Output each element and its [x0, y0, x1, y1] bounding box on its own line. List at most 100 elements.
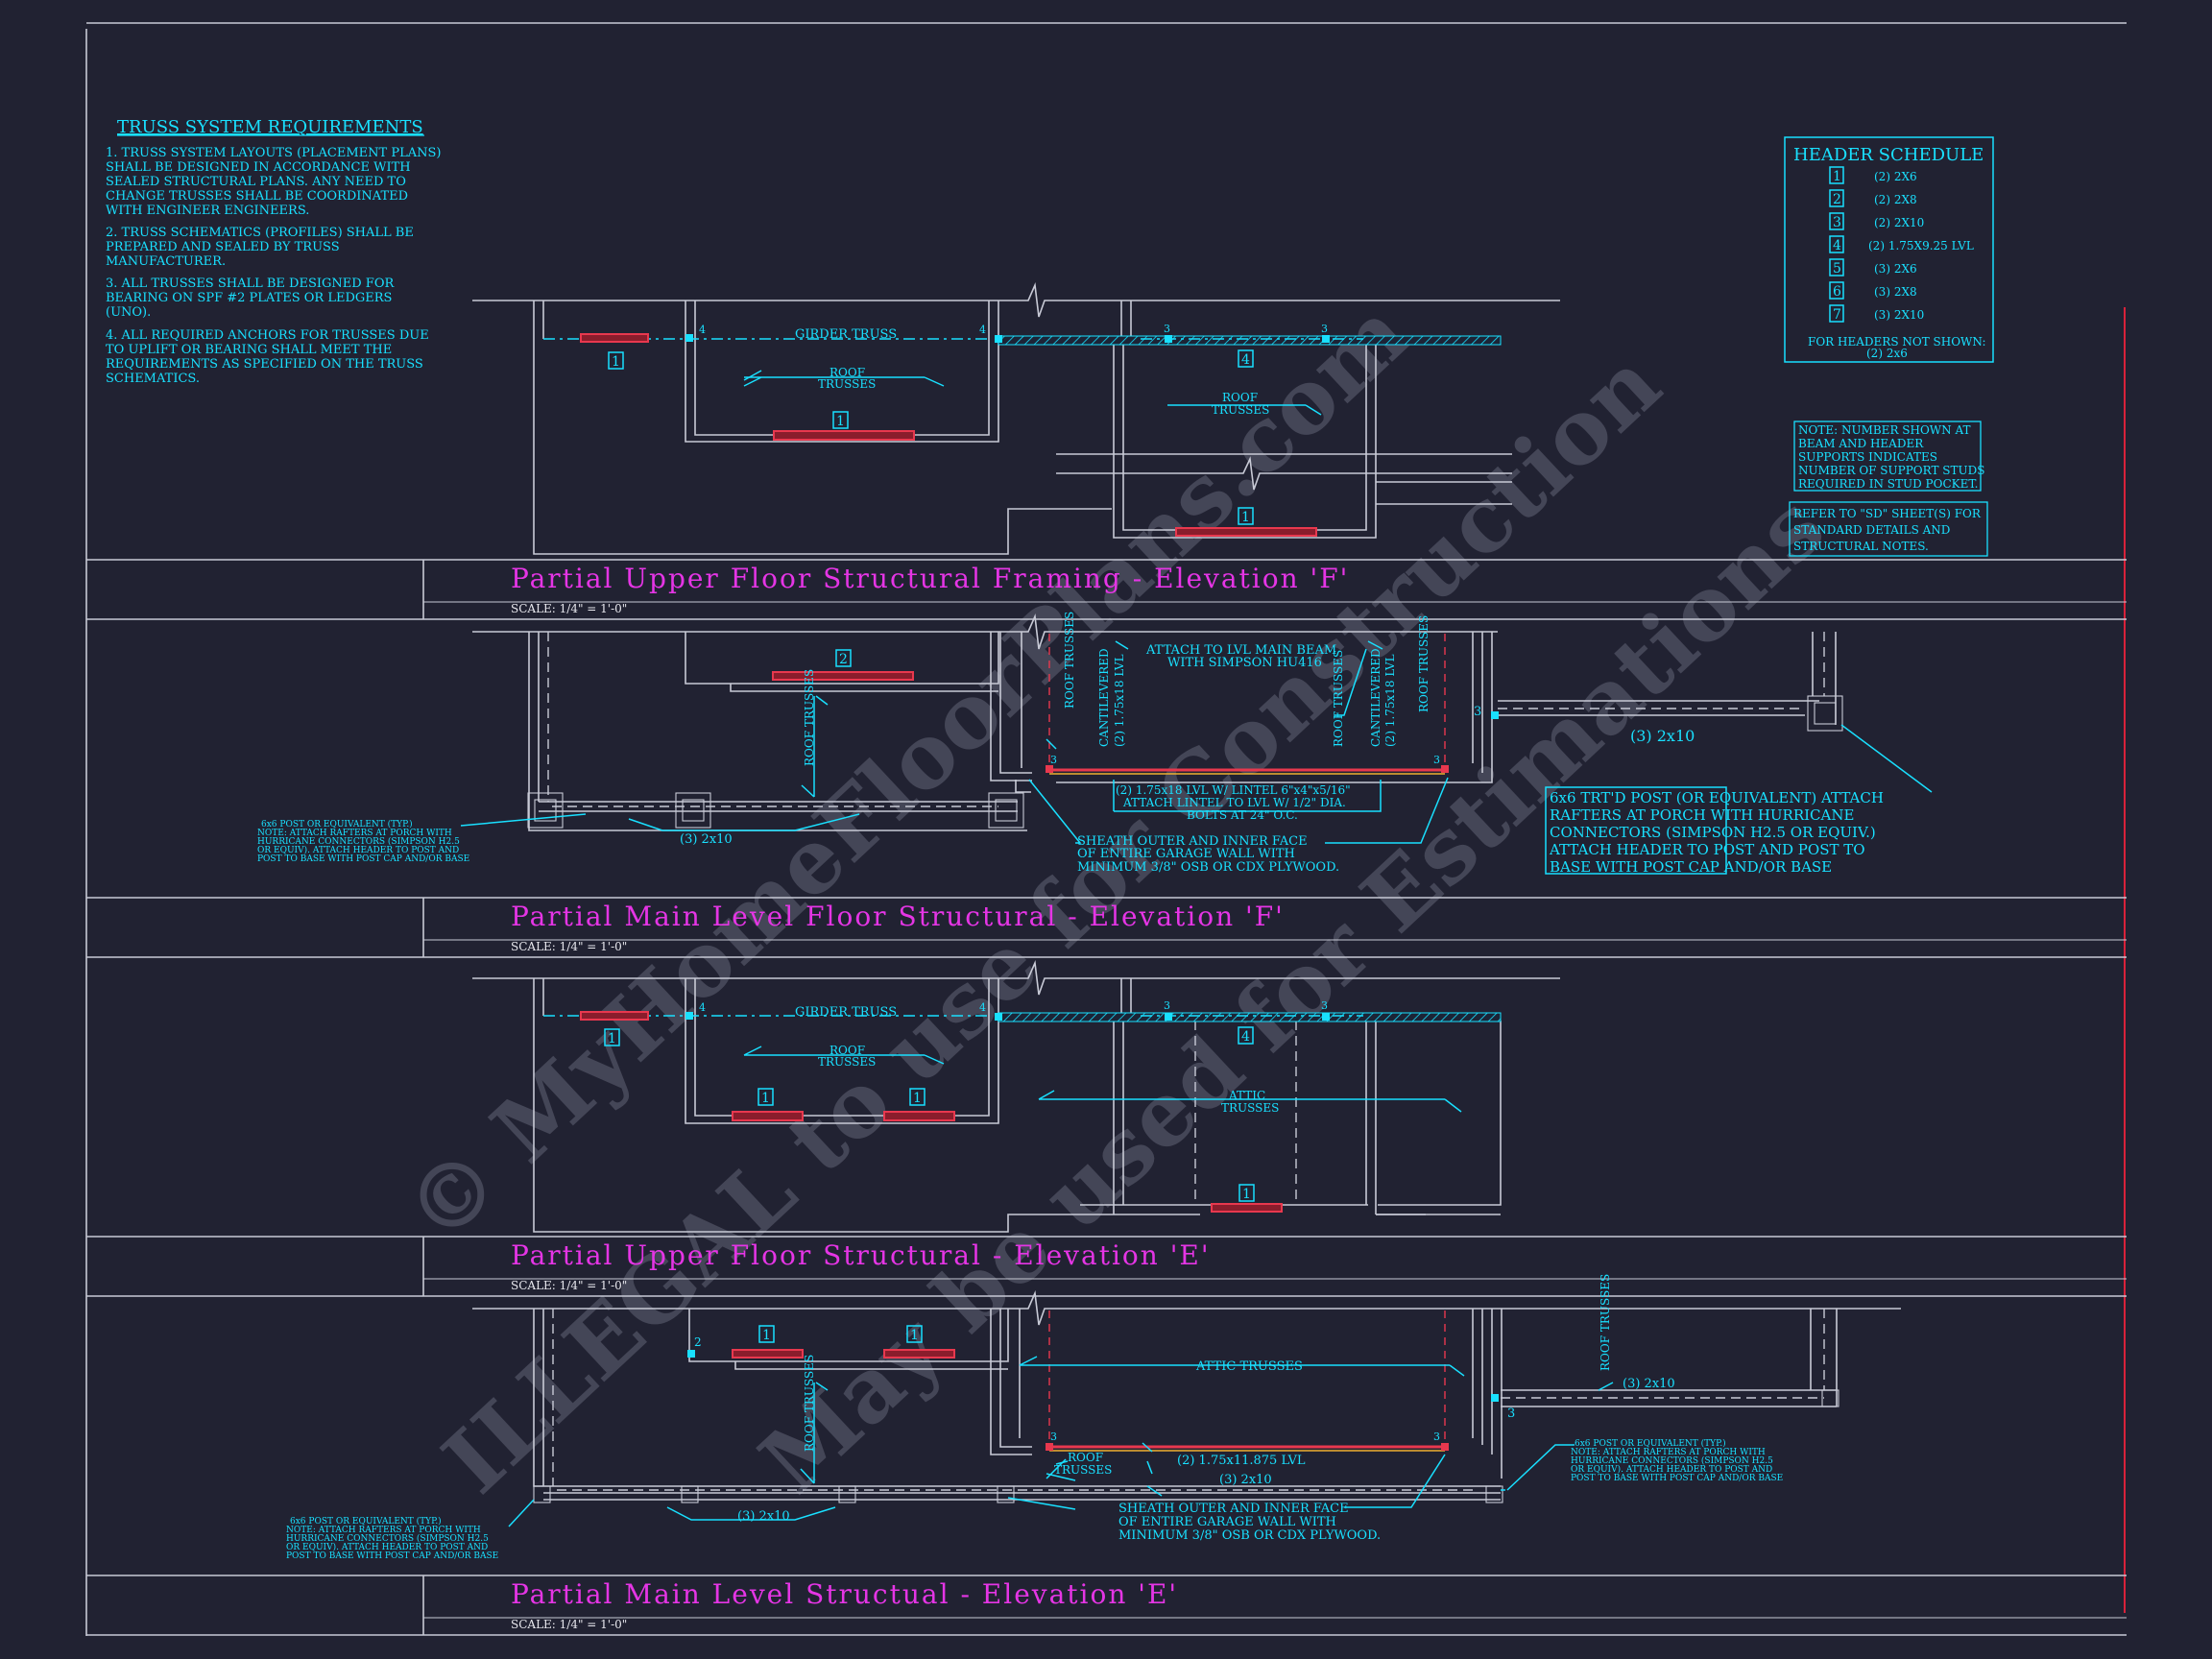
panel-1-title: Partial Upper Floor Structural Framing -… — [511, 563, 1349, 594]
truss-req-2-line-3: MANUFACTURER. — [106, 254, 226, 269]
panel-4-title: Partial Main Level Structual - Elevation… — [511, 1578, 1178, 1610]
p1-roof-trusses-b: ROOF — [1222, 391, 1258, 404]
header-mark-7: 7 — [1833, 307, 1841, 323]
p2-trtd-note-3: CONNECTORS (SIMPSON H2.5 OR EQUIV.) — [1550, 824, 1876, 841]
p2-roof-trusses-v1: ROOF TRUSSES — [803, 669, 816, 766]
p2-header-tag-2: 2 — [839, 652, 848, 667]
truss-req-2-line-1: 2. TRUSS SCHEMATICS (PROFILES) SHALL BE — [106, 226, 414, 240]
p1-roof-trusses-a2: TRUSSES — [818, 377, 876, 391]
p1-stud-3a: 3 — [1164, 323, 1170, 335]
truss-req-1-line-4: CHANGE TRUSSES SHALL BE COORDINATED — [106, 189, 408, 204]
sd-note-line-1: REFER TO "SD" SHEET(S) FOR — [1793, 507, 1982, 520]
truss-req-2-line-2: PREPARED AND SEALED BY TRUSS — [106, 240, 340, 254]
p4-post-note-right-2: NOTE: ATTACH RAFTERS AT PORCH WITH — [1571, 1448, 1766, 1457]
truss-req-4-line-4: SCHEMATICS. — [106, 372, 200, 386]
title-band-1: Partial Upper Floor Structural Framing -… — [86, 559, 2127, 620]
support-note-line-3: SUPPORTS INDICATES — [1798, 450, 1937, 464]
header-mark-5: 5 — [1833, 261, 1841, 276]
p2-stud-3a: 3 — [1050, 754, 1057, 766]
p2-lvl-2: (2) 1.75x18 LVL — [1383, 654, 1397, 747]
p3-girder-truss: GIRDER TRUSS — [795, 1005, 897, 1020]
p3-stud-4a: 4 — [699, 1001, 706, 1014]
p3-stud-3b: 3 — [1321, 999, 1328, 1012]
p1-roof-trusses-b2: TRUSSES — [1212, 403, 1269, 417]
p4-post-note-left-4: OR EQUIV). ATTACH HEADER TO POST AND — [286, 1542, 488, 1552]
support-note-line-4: NUMBER OF SUPPORT STUDS — [1798, 464, 1984, 477]
p2-cantilevered-2: CANTILEVERED — [1369, 648, 1382, 747]
plan-main-level-f: 2 3 3 3 ROOF TRUSSES ROOF TRUSSES ROOF T… — [257, 612, 1933, 876]
p2-roof-trusses-v2: ROOF TRUSSES — [1063, 612, 1076, 709]
p1-girder-truss: GIRDER TRUSS — [795, 327, 897, 342]
sheet-border — [85, 22, 2127, 1636]
p1-stud-3b: 3 — [1321, 323, 1328, 335]
panel-4-scale: SCALE: 1/4" = 1'-0" — [511, 1618, 627, 1631]
p4-post-note-right-1: 6x6 POST OR EQUIVALENT (TYP.) — [1575, 1438, 1726, 1449]
header-schedule-title: HEADER SCHEDULE — [1793, 145, 1984, 165]
truss-req-3-line-3: (UNO). — [106, 305, 151, 320]
p4-sheath-1: SHEATH OUTER AND INNER FACE — [1118, 1502, 1349, 1516]
p3-header-tag-1c: 1 — [913, 1091, 922, 1106]
p1-header-tag-4: 4 — [1241, 352, 1250, 368]
panel-2-title: Partial Main Level Floor Structural - El… — [511, 901, 1285, 932]
p3-attic-trusses: ATTIC — [1228, 1089, 1265, 1102]
p4-post-note-left-3: HURRICANE CONNECTORS (SIMPSON H2.5 — [286, 1533, 489, 1544]
p4-stud-3c: 3 — [1507, 1407, 1515, 1421]
header-spec-4: (2) 1.75X9.25 LVL — [1868, 239, 1974, 252]
title-band-3: Partial Upper Floor Structural - Elevati… — [86, 1236, 2127, 1297]
p2-post-note-4: OR EQUIV). ATTACH HEADER TO POST AND — [257, 845, 459, 855]
p4-roof-trusses-b: TRUSSES — [1054, 1463, 1112, 1477]
p1-header-tag-1b: 1 — [836, 414, 845, 429]
p3-stud-3a: 3 — [1164, 999, 1170, 1012]
truss-req-4-line-3: REQUIREMENTS AS SPECIFIED ON THE TRUSS — [106, 357, 423, 372]
sd-note-line-2: STANDARD DETAILS AND — [1793, 523, 1950, 537]
p4-beam-2x10-a: (3) 2x10 — [1219, 1473, 1272, 1487]
p3-attic-trusses-2: TRUSSES — [1221, 1101, 1279, 1115]
p2-lvl-1: (2) 1.75x18 LVL — [1113, 654, 1126, 747]
truss-req-4-line-2: TO UPLIFT OR BEARING SHALL MEET THE — [106, 343, 392, 357]
p3-header-tag-1d: 1 — [1242, 1187, 1251, 1202]
p4-lvl: (2) 1.75x11.875 LVL — [1177, 1454, 1306, 1468]
p4-attic-trusses: ATTIC TRUSSES — [1195, 1359, 1303, 1374]
support-note-line-1: NOTE: NUMBER SHOWN AT — [1798, 423, 1970, 437]
p2-sheath-3: MINIMUM 3/8" OSB OR CDX PLYWOOD. — [1077, 860, 1339, 875]
support-note-line-5: REQUIRED IN STUD POCKET. — [1798, 477, 1978, 491]
truss-req-1-line-5: WITH ENGINEER ENGINEERS. — [106, 204, 309, 218]
header-spec-6: (3) 2X8 — [1874, 285, 1917, 299]
p2-beam-2x10-b: (3) 2x10 — [1630, 727, 1695, 745]
p2-sheath-1: SHEATH OUTER AND INNER FACE — [1077, 834, 1308, 849]
truss-requirements: TRUSS SYSTEM REQUIREMENTS 1. TRUSS SYSTE… — [106, 117, 441, 386]
header-spec-3: (2) 2X10 — [1874, 216, 1924, 229]
p4-header-tag-1b: 1 — [910, 1328, 919, 1343]
p4-post-note-right-3: HURRICANE CONNECTORS (SIMPSON H2.5 — [1571, 1455, 1773, 1466]
p4-post-note-left-1: 6x6 POST OR EQUIVALENT (TYP.) — [290, 1516, 442, 1527]
panel-3-scale: SCALE: 1/4" = 1'-0" — [511, 1279, 627, 1292]
p2-stud-3b: 3 — [1433, 754, 1440, 766]
p1-roof-trusses-a: ROOF — [830, 366, 865, 379]
header-mark-6: 6 — [1833, 284, 1841, 300]
sd-sheet-note: REFER TO "SD" SHEET(S) FOR STANDARD DETA… — [1789, 501, 1988, 557]
p2-sheath-2: OF ENTIRE GARAGE WALL WITH — [1077, 847, 1295, 861]
p2-trtd-note-2: RAFTERS AT PORCH WITH HURRICANE — [1550, 806, 1854, 824]
p2-lvl-lintel-3: BOLTS AT 24" O.C. — [1187, 808, 1298, 822]
truss-req-1-line-1: 1. TRUSS SYSTEM LAYOUTS (PLACEMENT PLANS… — [106, 146, 441, 160]
header-footer-1: FOR HEADERS NOT SHOWN: — [1808, 335, 1985, 349]
support-studs-note: NOTE: NUMBER SHOWN AT BEAM AND HEADER SU… — [1793, 421, 1984, 492]
p1-header-tag-1c: 1 — [1241, 510, 1250, 525]
plan-upper-floor-framing-f: 1 1 4 1 GIRDER TRUSS ROOF TRUSSES ROOF T… — [472, 281, 1560, 555]
p2-stud-3c: 3 — [1474, 705, 1481, 719]
truss-req-3-line-1: 3. ALL TRUSSES SHALL BE DESIGNED FOR — [106, 276, 395, 291]
header-mark-1: 1 — [1833, 169, 1841, 184]
sd-note-line-3: STRUCTURAL NOTES. — [1793, 540, 1929, 553]
header-spec-1: (2) 2X6 — [1874, 170, 1917, 183]
truss-req-1-line-3: SEALED STRUCTURAL PLANS. ANY NEED TO — [106, 175, 406, 189]
header-mark-4: 4 — [1833, 238, 1841, 253]
truss-req-1-line-2: SHALL BE DESIGNED IN ACCORDANCE WITH — [106, 160, 411, 175]
p3-roof-trusses: ROOF — [830, 1044, 865, 1057]
header-footer-2: (2) 2x6 — [1866, 347, 1908, 360]
header-spec-7: (3) 2X10 — [1874, 308, 1924, 322]
p4-roof-trusses-v2: ROOF TRUSSES — [1599, 1274, 1612, 1371]
truss-requirements-title: TRUSS SYSTEM REQUIREMENTS — [117, 117, 423, 137]
p2-attach-lvl-1: ATTACH TO LVL MAIN BEAM — [1145, 643, 1336, 658]
p2-cantilevered-1: CANTILEVERED — [1097, 648, 1111, 747]
p4-stud-3b: 3 — [1433, 1431, 1440, 1443]
